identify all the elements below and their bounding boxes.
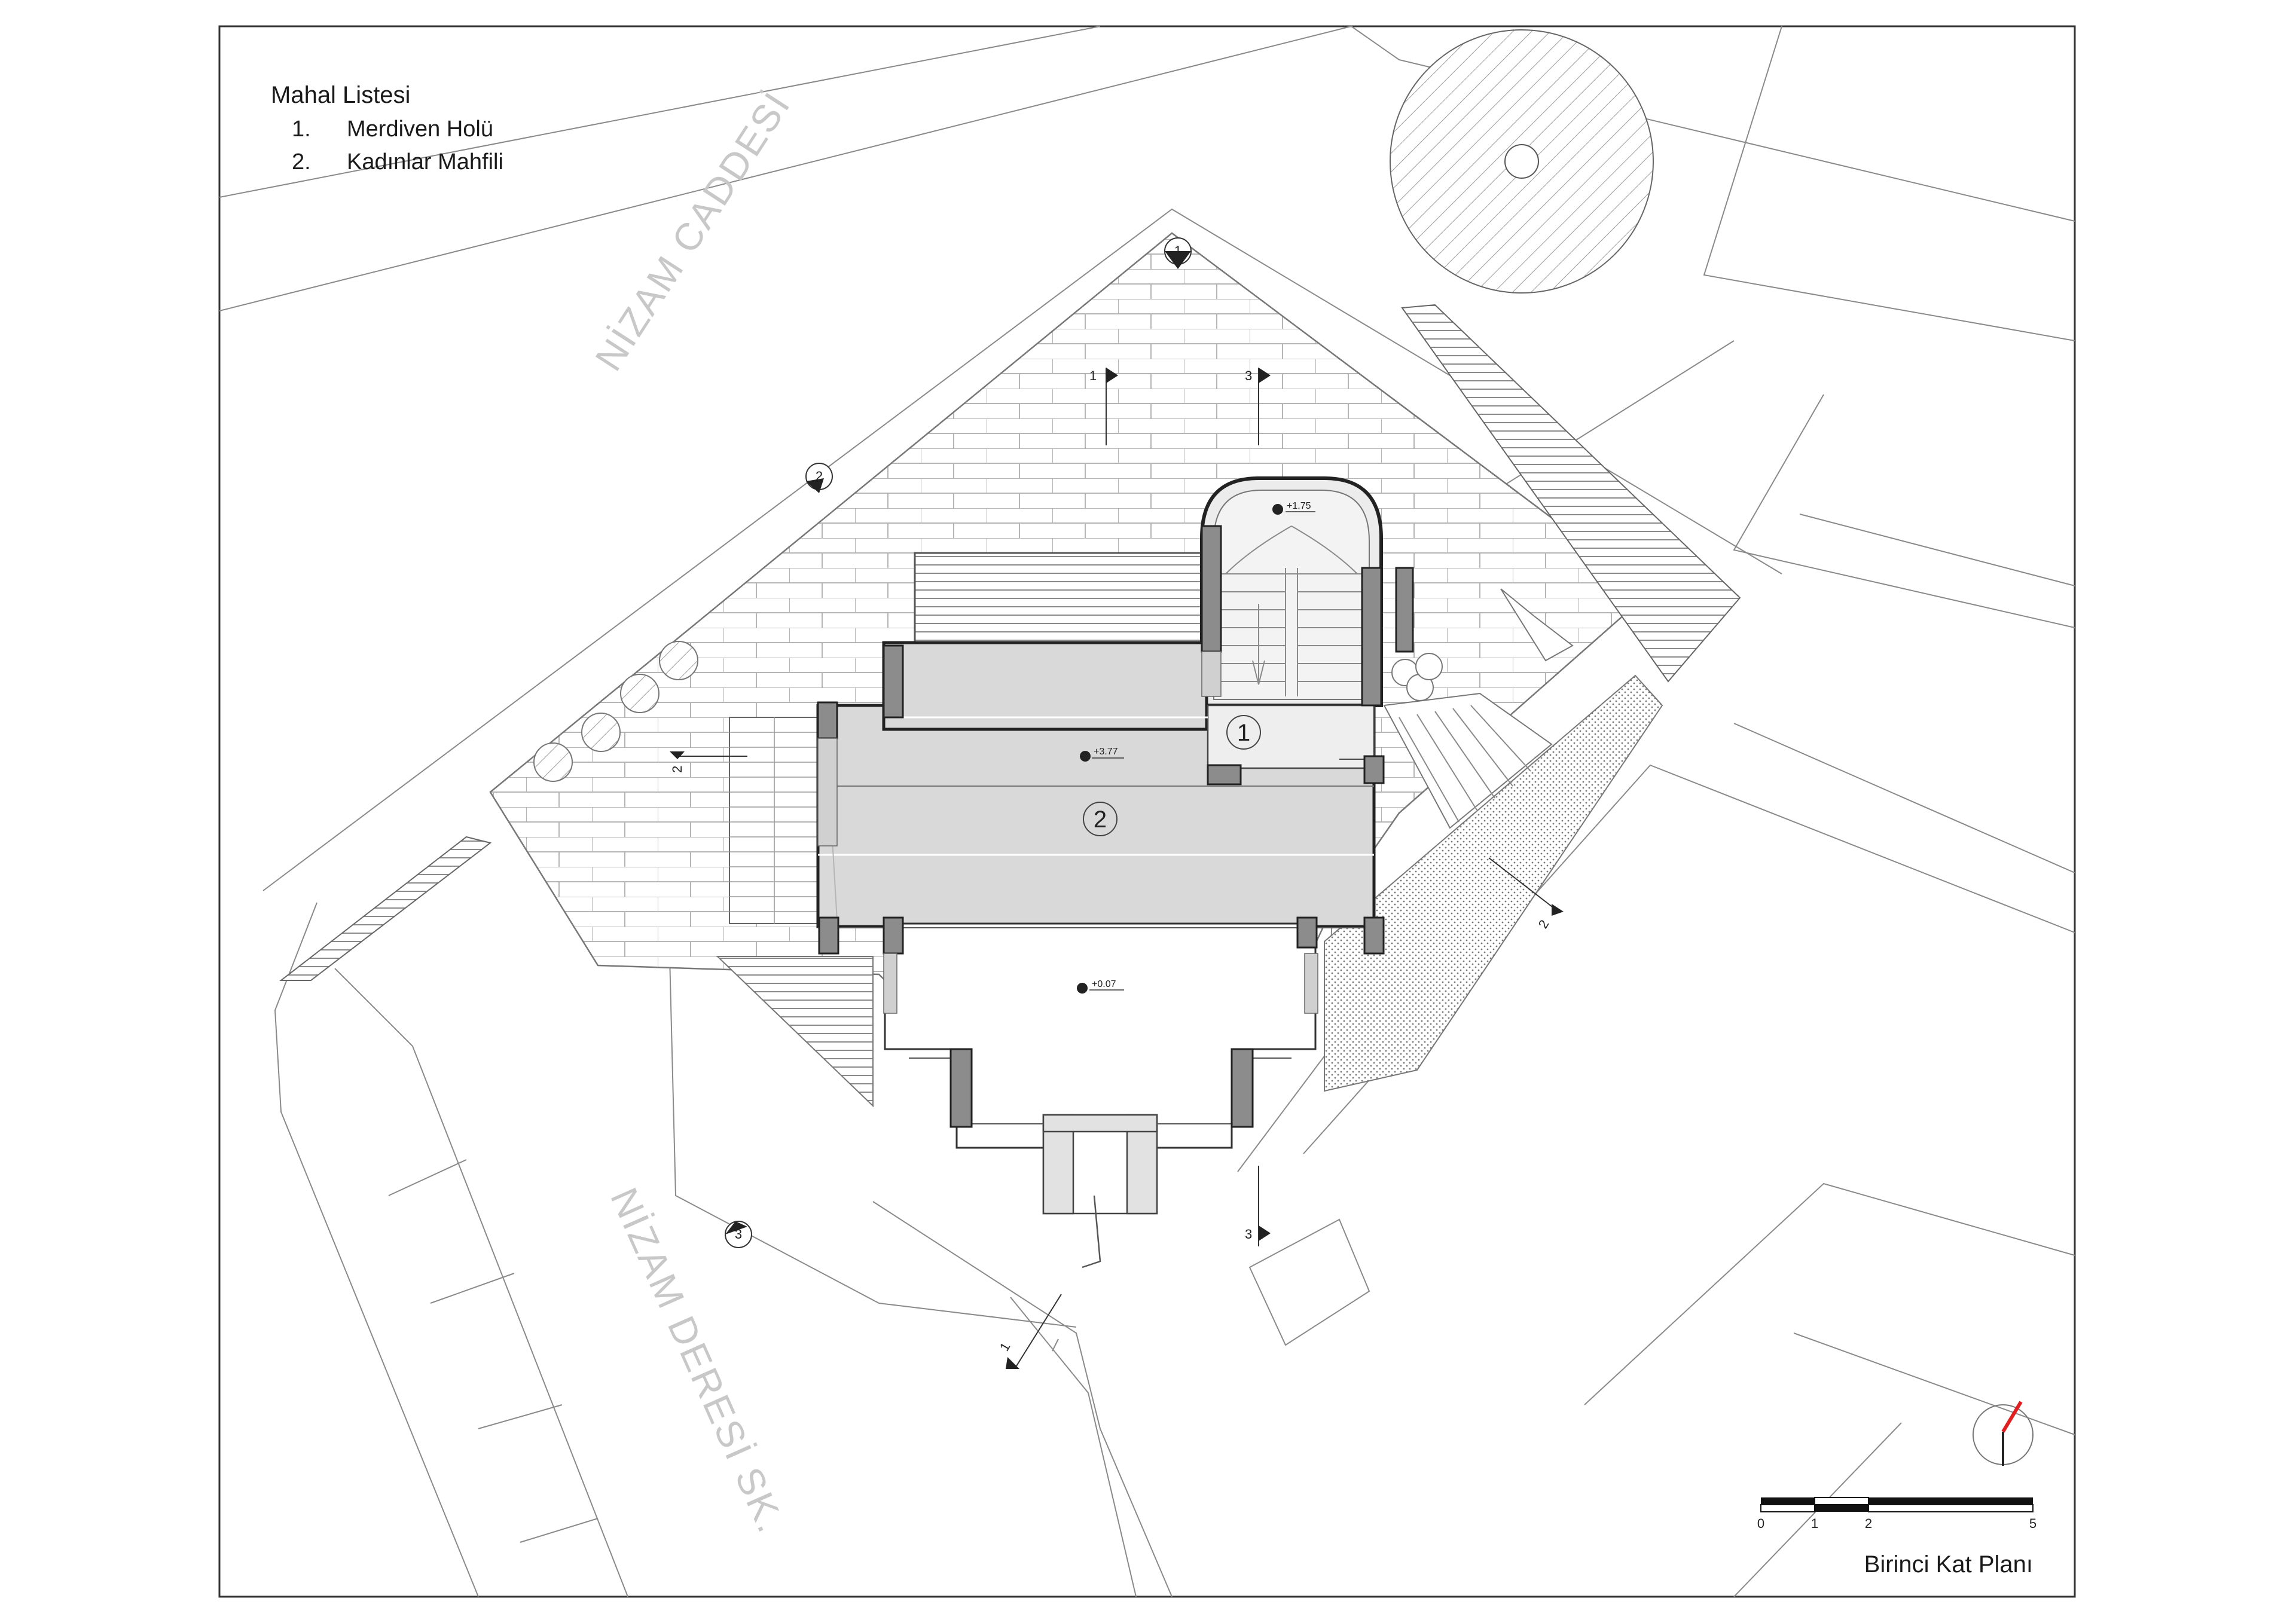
shrubs: [533, 641, 1443, 782]
legend-item-2-number: 2.: [292, 149, 311, 175]
column: [818, 916, 839, 955]
room-markers: 1 2 +3.77: [1080, 715, 1261, 836]
section-3-bottom: 3: [1245, 1227, 1252, 1242]
legend-title: Mahal Listesi: [271, 82, 410, 108]
scale-label-2: 2: [1865, 1516, 1872, 1531]
column: [1395, 567, 1414, 653]
legend-item-2-label: Kadınlar Mahfili: [347, 149, 503, 175]
ramp-strip: [1401, 304, 1741, 683]
section-1-top: 1: [1089, 368, 1097, 383]
legend-item-1-number: 1.: [292, 117, 311, 142]
view-3-number: 3: [735, 1227, 742, 1242]
room-1-number: 1: [1237, 720, 1250, 746]
room-2-number: 2: [1094, 806, 1107, 833]
column: [883, 644, 904, 719]
lower-wedge: [716, 956, 874, 1108]
entrance-portico: +0.07: [818, 922, 1374, 1269]
north-arrow-icon: [1973, 1401, 2034, 1466]
upper-terrace: [914, 552, 1206, 644]
column: [1296, 916, 1318, 949]
column-bases: [817, 651, 1318, 1014]
column: [1363, 916, 1385, 955]
legend-item-1-label: Merdiven Holü: [347, 117, 493, 142]
stair-steps: [1220, 525, 1363, 696]
section-3-top: 3: [1245, 368, 1252, 383]
left-ramp: [279, 836, 492, 981]
stair-tower: +1.75: [1200, 476, 1383, 707]
tree-canopy: [1390, 29, 1654, 294]
section-2-left: 2: [670, 766, 685, 773]
stair-level: +1.75: [1287, 501, 1311, 511]
column: [1361, 567, 1382, 707]
legend: Mahal Listesi 1. Merdiven Holü 2. Kadınl…: [271, 82, 503, 175]
view-1-number: 1: [1174, 243, 1181, 258]
columns: [817, 525, 1414, 1128]
entrance-level: +0.07: [1092, 979, 1116, 989]
column: [1201, 525, 1222, 653]
hall-level: +3.77: [1094, 747, 1118, 757]
view-2-number: 2: [816, 469, 823, 484]
side-stair: [1383, 588, 1574, 829]
entrance-level-marker: [1077, 983, 1088, 994]
stair-landing: [1207, 704, 1375, 769]
column: [817, 701, 838, 739]
hall-level-marker: [1080, 751, 1091, 762]
drawing-caption: Birinci Kat Planı: [1864, 1551, 2033, 1578]
column: [949, 1048, 973, 1128]
view-markers: 1 2 3: [725, 237, 1192, 1248]
gallery-hall: [816, 641, 1376, 928]
left-deck: [729, 717, 820, 924]
column: [1231, 1048, 1254, 1128]
stair-level-marker: [1272, 504, 1283, 515]
scale-bar: 0 1 2 5: [1757, 1497, 2037, 1531]
column: [1363, 755, 1385, 784]
column: [883, 916, 904, 955]
scale-label-1: 1: [1811, 1516, 1818, 1531]
scale-label-0: 0: [1757, 1516, 1764, 1531]
column: [1207, 764, 1242, 785]
scale-label-5: 5: [2029, 1516, 2037, 1531]
dotted-strip: [1324, 674, 1663, 1092]
